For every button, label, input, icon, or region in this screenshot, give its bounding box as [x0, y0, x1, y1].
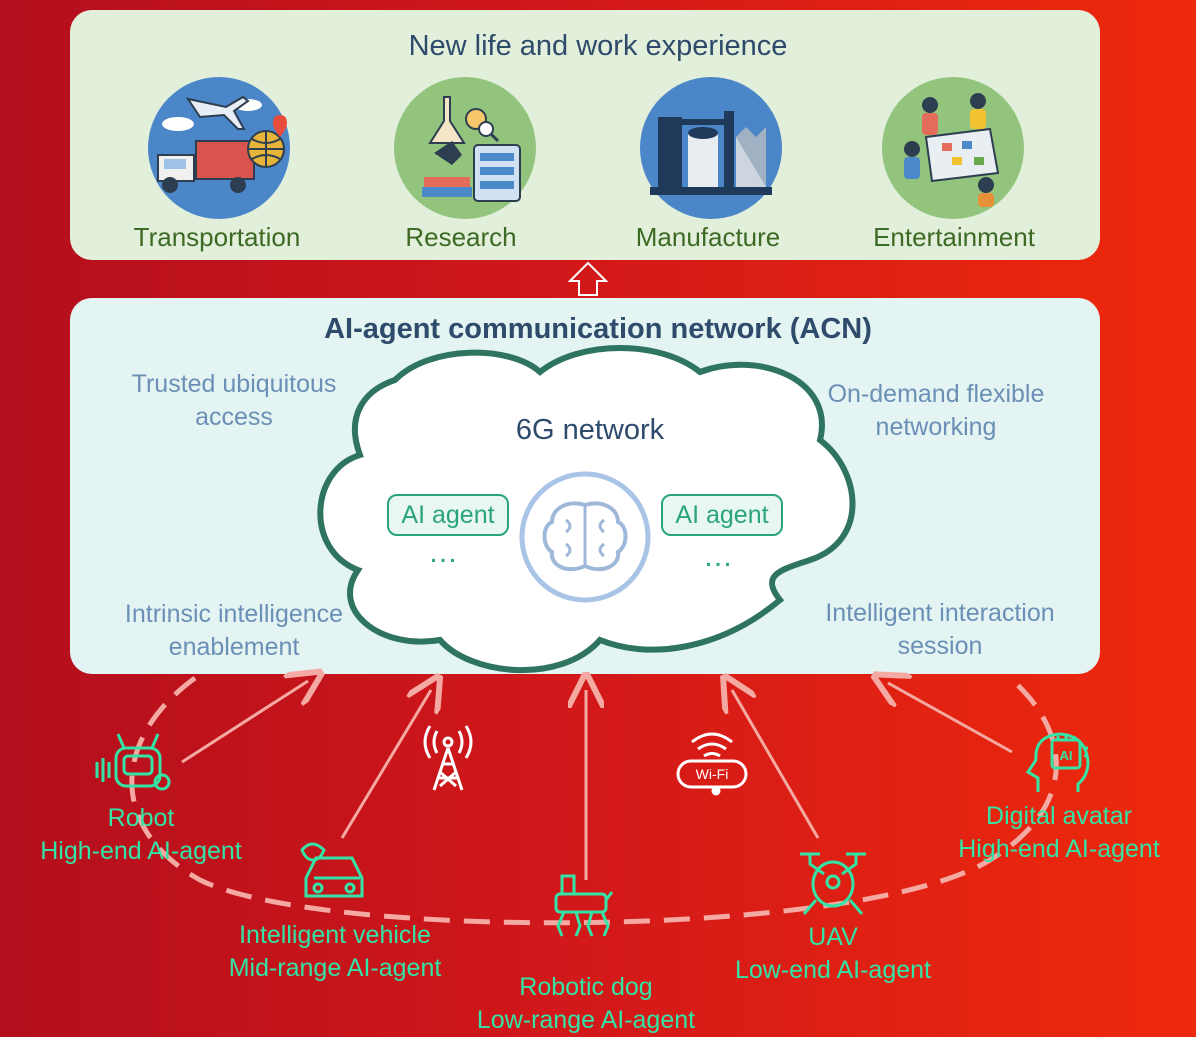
- cell-tower-icon: [423, 725, 473, 791]
- acn-panel-title: AI-agent communication network (ACN): [324, 313, 872, 345]
- arrow-uav: [732, 690, 820, 839]
- arrow-vehicle: [340, 690, 431, 839]
- robotic-dog-icon: [554, 874, 614, 937]
- agent-label-dog: Robotic dog Low-range AI-agent: [476, 973, 696, 1034]
- app-label-research: Research: [405, 222, 517, 252]
- agent-label-uav: UAV Low-end AI-agent: [735, 923, 931, 984]
- agent-label-robot: Robot High-end AI-agent: [40, 804, 242, 865]
- feature-flexible-networking: On-demand flexible networking: [827, 380, 1045, 441]
- robot-icon: [95, 733, 171, 791]
- wifi-label: Wi-Fi: [696, 766, 729, 782]
- board-game-people-icon: [882, 77, 1024, 219]
- lab-microscope-icon: [394, 77, 536, 219]
- dashed-ellipse: [129, 675, 1059, 926]
- uav-icon: [800, 852, 866, 915]
- digital-avatar-icon: [1025, 732, 1090, 792]
- 6g-network-label: 6G network: [515, 414, 665, 446]
- arrow-robot: [181, 681, 308, 764]
- feature-intrinsic-intelligence: Intrinsic intelligence enablement: [124, 600, 344, 661]
- intelligent-vehicle-icon: [300, 842, 364, 898]
- factory-icon: [640, 77, 782, 219]
- application-panel-title: New life and work experience: [408, 30, 788, 62]
- app-label-manufacture: Manufacture: [635, 222, 781, 252]
- arrow-avatar: [888, 683, 1013, 754]
- agent-label-vehicle: Intelligent vehicle Mid-range AI-agent: [228, 921, 442, 982]
- ai-agent-box-left: AI agent: [387, 494, 509, 536]
- feature-interaction-session: Intelligent interaction session: [825, 599, 1055, 660]
- agent-ellipsis-right: …: [703, 540, 739, 573]
- agent-label-avatar: Digital avatar High-end AI-agent: [958, 802, 1160, 863]
- app-label-transportation: Transportation: [133, 222, 301, 252]
- wifi-icon: [676, 732, 748, 796]
- truck-plane-globe-icon: [148, 77, 290, 219]
- avatar-chip-label: AI: [1060, 748, 1073, 763]
- feature-trusted-access: Trusted ubiquitous access: [131, 370, 337, 431]
- app-label-entertainment: Entertainment: [873, 222, 1035, 252]
- agent-ellipsis-left: …: [428, 536, 464, 569]
- ai-agent-box-right: AI agent: [661, 494, 783, 536]
